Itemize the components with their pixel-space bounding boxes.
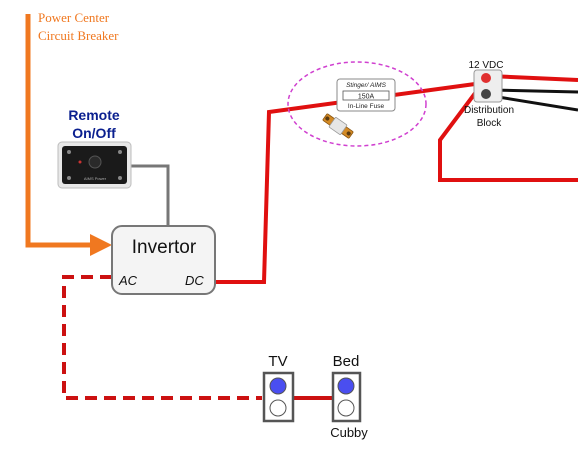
distribution-positive-terminal — [481, 73, 491, 83]
tv-outlet-top-socket — [269, 377, 287, 395]
distribution-red-wire-loop — [438, 90, 578, 182]
remote-device: AIMS Power — [57, 141, 132, 189]
bed-label: Bed — [333, 353, 360, 370]
power-center-label-line2: Circuit Breaker — [38, 28, 119, 43]
distribution-black-wire-2 — [491, 94, 578, 112]
remote-label-line1: Remote — [68, 107, 120, 123]
power-center-arrow — [90, 234, 112, 256]
inverter-title: Invertor — [132, 237, 197, 258]
tv-outlet-bottom-socket — [269, 399, 287, 417]
bed-outlet — [331, 371, 362, 423]
cubby-label: Cubby — [330, 425, 368, 440]
distribution-label-line2: Block — [477, 118, 502, 129]
distribution-label-line1: Distribution — [464, 105, 514, 116]
fuse-caption: In-Line Fuse — [348, 103, 385, 110]
dc-wire — [215, 82, 476, 284]
distribution-voltage: 12 VDC — [468, 60, 503, 71]
inline-fuse-card: Stinger/ AIMS 150A In-Line Fuse — [336, 78, 396, 112]
inverter-box — [111, 225, 216, 295]
distribution-black-wire-1 — [491, 88, 578, 94]
inverter-dc-label: DC — [185, 273, 204, 288]
tv-label: TV — [268, 353, 287, 370]
fuse-rating: 150A — [358, 94, 375, 101]
distribution-red-wire-top — [489, 74, 578, 82]
tv-outlet — [262, 371, 295, 423]
remote-device-text: AIMS Power — [84, 176, 107, 181]
distribution-negative-terminal — [481, 89, 491, 99]
ac-wire-dashed — [62, 275, 262, 400]
remote-wire — [130, 164, 170, 228]
power-center-label-line1: Power Center — [38, 10, 110, 25]
inverter-ac-label: AC — [118, 273, 138, 288]
bed-outlet-bottom-socket — [337, 399, 355, 417]
fuse-icon — [322, 113, 354, 139]
power-center-wire — [25, 14, 94, 248]
remote-label-line2: On/Off — [72, 125, 116, 141]
bed-outlet-top-socket — [337, 377, 355, 395]
fuse-brand: Stinger/ AIMS — [346, 82, 387, 89]
fuse-highlight-ellipse — [287, 61, 427, 147]
